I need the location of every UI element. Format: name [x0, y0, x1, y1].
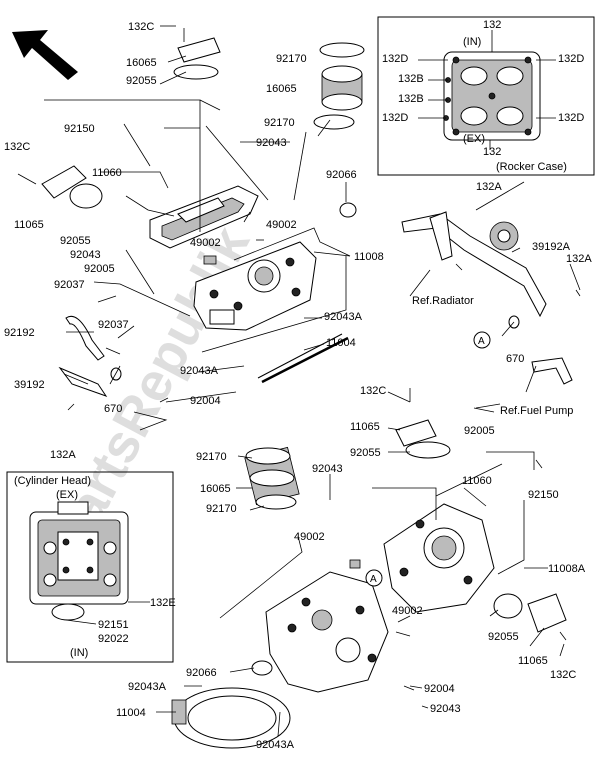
- ref-fuel-pump[interactable]: Ref.Fuel Pump: [500, 405, 573, 417]
- callout-132a-a[interactable]: 132A: [50, 449, 76, 461]
- intake-boot-lower: [244, 446, 300, 510]
- rocker-inset-bottom-label: 132: [483, 146, 501, 158]
- leader-lines: [44, 25, 581, 737]
- callout-92170-c[interactable]: 92170: [196, 451, 227, 463]
- callout-92170-a[interactable]: 92170: [276, 53, 307, 65]
- ref-radiator[interactable]: Ref.Radiator: [412, 295, 474, 307]
- callout-132c-bottom[interactable]: 132C: [550, 669, 576, 681]
- callout-39192a[interactable]: 39192A: [532, 241, 571, 253]
- callout-92170-b[interactable]: 92170: [264, 117, 295, 129]
- callout-92043a-d[interactable]: 92043A: [256, 739, 295, 751]
- intake-boot-upper: [313, 42, 365, 130]
- marker-a-1-text: A: [478, 336, 485, 347]
- callout-670-b[interactable]: 670: [506, 353, 524, 365]
- rocker-inset-132d-tr[interactable]: 132D: [558, 53, 584, 65]
- seal-92066-upper: [339, 202, 357, 218]
- valve-cover-lower: [383, 503, 495, 613]
- callout-49002-c[interactable]: 49002: [294, 531, 325, 543]
- coolant-pipe-right: [401, 211, 573, 385]
- callout-92043a-b[interactable]: 92043A: [180, 365, 219, 377]
- gasket-cover-mid: [395, 419, 451, 459]
- callout-92043a-c[interactable]: 92043A: [128, 681, 167, 693]
- callout-49002-b[interactable]: 49002: [190, 237, 221, 249]
- rocker-inset-title: (Rocker Case): [496, 161, 567, 173]
- head-inset-132e[interactable]: 132E: [150, 597, 176, 609]
- seal-92066-lower: [251, 660, 273, 676]
- rocker-inset-in-label: (IN): [463, 36, 481, 48]
- callout-49002-d[interactable]: 49002: [392, 605, 423, 617]
- callout-39192[interactable]: 39192: [14, 379, 45, 391]
- callout-92037-b[interactable]: 92037: [98, 319, 129, 331]
- head-inset-92151[interactable]: 92151: [98, 619, 129, 631]
- callout-11065-c[interactable]: 11065: [518, 655, 548, 667]
- callout-11008a[interactable]: 11008A: [548, 563, 586, 575]
- marker-a-2[interactable]: A: [365, 569, 383, 587]
- callout-92170-d[interactable]: 92170: [206, 503, 237, 515]
- callout-11008[interactable]: 11008: [354, 251, 384, 263]
- rocker-inset-132d-br[interactable]: 132D: [558, 112, 584, 124]
- rocker-case-inset: [377, 16, 595, 176]
- rocker-inset-132b-2[interactable]: 132B: [398, 93, 424, 105]
- bolts: [17, 28, 581, 691]
- callout-92150-b[interactable]: 92150: [528, 489, 559, 501]
- cylinder-head-inset: [6, 471, 174, 663]
- callout-92055-a[interactable]: 92055: [126, 75, 157, 87]
- rocker-inset-132d-tl[interactable]: 132D: [382, 53, 408, 65]
- callout-92005-a[interactable]: 92005: [84, 263, 115, 275]
- callout-92055-d[interactable]: 92055: [488, 631, 519, 643]
- callout-49002-a[interactable]: 49002: [266, 219, 297, 231]
- cylinder-head-lower: [265, 571, 389, 693]
- callout-92043a-a[interactable]: 92043A: [324, 311, 363, 323]
- callout-11065-b[interactable]: 11065: [350, 421, 380, 433]
- callout-670-a[interactable]: 670: [104, 403, 122, 415]
- gear-icon: [489, 221, 519, 251]
- rocker-inset-132b-1[interactable]: 132B: [398, 73, 424, 85]
- callout-11065-a[interactable]: 11065: [14, 219, 44, 231]
- callout-92192[interactable]: 92192: [4, 327, 35, 339]
- callout-92055-c[interactable]: 92055: [350, 447, 381, 459]
- gasket-cover-lower-right: [493, 593, 567, 633]
- callout-92043-a[interactable]: 92043: [256, 137, 287, 149]
- gasket-cover-left: [41, 165, 103, 209]
- cylinder-lower: [171, 687, 291, 749]
- head-inset-in-label: (IN): [70, 647, 88, 659]
- callout-132c-top[interactable]: 132C: [128, 21, 154, 33]
- cover-plate-top: [173, 37, 221, 80]
- head-inset-92022[interactable]: 92022: [98, 633, 129, 645]
- callout-11060-b[interactable]: 11060: [462, 475, 492, 487]
- callout-132c-mid[interactable]: 132C: [360, 385, 386, 397]
- callout-16065-a[interactable]: 16065: [126, 57, 157, 69]
- callout-16065-c[interactable]: 16065: [200, 483, 231, 495]
- marker-a-1[interactable]: A: [473, 331, 491, 349]
- callout-92150-a[interactable]: 92150: [64, 123, 95, 135]
- front-direction-arrow-icon: [12, 30, 78, 80]
- callout-132a-b[interactable]: 132A: [476, 181, 502, 193]
- cylinder-head-upper: [193, 241, 317, 331]
- callout-132a-c[interactable]: 132A: [566, 253, 592, 265]
- callout-11060-a[interactable]: 11060: [92, 167, 122, 179]
- callout-92037-a[interactable]: 92037: [54, 279, 85, 291]
- callout-92055-b[interactable]: 92055: [60, 235, 91, 247]
- callout-92043-c[interactable]: 92043: [312, 463, 343, 475]
- valve-cover-upper: [149, 185, 259, 249]
- callout-132c-left[interactable]: 132C: [4, 141, 30, 153]
- callout-92005-b[interactable]: 92005: [464, 425, 495, 437]
- rocker-inset-ex-label: (EX): [463, 133, 485, 145]
- callout-11004-a[interactable]: 11004: [326, 337, 356, 349]
- marker-a-2-text: A: [370, 574, 377, 585]
- callout-92004-a[interactable]: 92004: [190, 395, 221, 407]
- callout-92066-b[interactable]: 92066: [186, 667, 217, 679]
- base-gasket-upper: [257, 333, 349, 384]
- rocker-inset-top-label: 132: [483, 19, 501, 31]
- callout-92043-b[interactable]: 92043: [70, 249, 101, 261]
- callout-92066-a[interactable]: 92066: [326, 169, 357, 181]
- callout-92043-d[interactable]: 92043: [430, 703, 461, 715]
- callout-11004-b[interactable]: 11004: [116, 707, 146, 719]
- callout-92004-b[interactable]: 92004: [424, 683, 455, 695]
- head-inset-title: (Cylinder Head): [14, 475, 91, 487]
- rocker-inset-132d-ml[interactable]: 132D: [382, 112, 408, 124]
- head-inset-ex-label: (EX): [56, 489, 78, 501]
- callout-16065-b[interactable]: 16065: [266, 83, 297, 95]
